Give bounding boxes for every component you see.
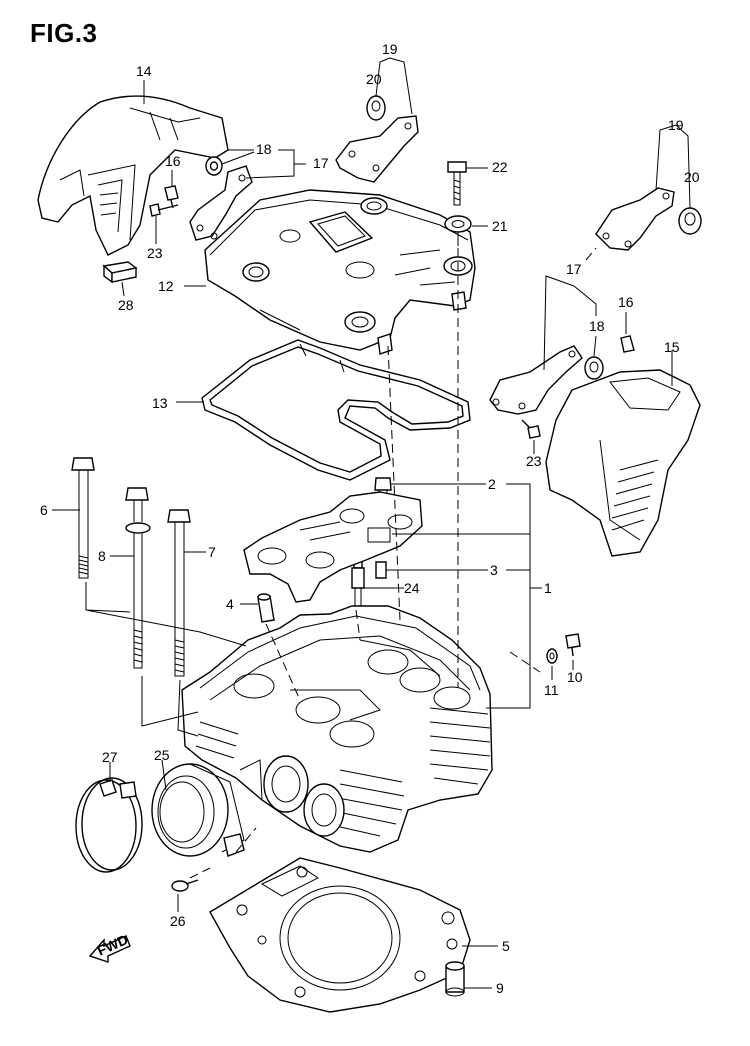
part-26-screw	[171, 879, 199, 892]
callout-24: 24	[404, 580, 420, 596]
callout-2: 2	[488, 476, 496, 492]
callout-22: 22	[492, 159, 508, 175]
callout-23-left: 23	[147, 245, 163, 261]
part-10-bolt	[565, 633, 581, 657]
callout-20-top: 20	[366, 71, 382, 87]
part-17-right-bracket	[489, 345, 583, 415]
callout-18-right: 18	[589, 318, 605, 334]
part-16-left-screw	[164, 185, 179, 209]
part-8-bolt-with-washer	[125, 487, 151, 669]
callout-25: 25	[154, 747, 170, 763]
part-18-right-grommet	[584, 356, 604, 380]
callout-7: 7	[208, 544, 216, 560]
part-12-head-cover	[204, 189, 476, 355]
callout-15: 15	[664, 339, 680, 355]
leader-lines	[52, 57, 691, 989]
callout-14: 14	[136, 63, 152, 79]
callout-27: 27	[102, 749, 118, 765]
callout-numbers: 14 16 18 17 23 28 19 20 22 21 12 13 19 2…	[40, 41, 700, 996]
callout-11: 11	[544, 682, 559, 698]
part-28-block	[102, 261, 138, 284]
part-18-left-grommet	[205, 156, 223, 176]
callout-17-right: 17	[566, 261, 582, 277]
part-27-clamp	[75, 777, 143, 873]
callout-16-left: 16	[165, 153, 181, 169]
callout-16-right: 16	[618, 294, 634, 310]
callout-19-right: 19	[668, 117, 684, 133]
callout-21: 21	[492, 218, 508, 234]
part-13-head-cover-gasket	[201, 339, 471, 481]
callout-13: 13	[152, 395, 168, 411]
part-19-right-bracket	[595, 187, 675, 251]
part-6-long-bolt	[71, 457, 95, 579]
part-22-bolt	[447, 161, 467, 206]
part-20-top-grommet	[366, 95, 386, 121]
part-25-intake-pipe	[151, 763, 245, 857]
callout-3: 3	[490, 562, 498, 578]
callout-17-left: 17	[313, 155, 329, 171]
callout-18-left: 18	[256, 141, 272, 157]
part-19-top-bracket	[335, 115, 419, 183]
part-23-left-bolt	[149, 203, 179, 217]
callout-26: 26	[170, 913, 186, 929]
callout-28: 28	[118, 297, 134, 313]
callout-12: 12	[158, 278, 174, 294]
part-7-bolt	[167, 509, 191, 677]
part-9-dowel-pin	[445, 961, 465, 997]
callout-8: 8	[98, 548, 106, 564]
callout-9: 9	[496, 980, 504, 996]
part-15-right-head-cover	[545, 369, 701, 557]
callout-10: 10	[567, 669, 583, 685]
fwd-arrow-icon: FWD	[88, 931, 131, 963]
camshaft-holder	[243, 491, 423, 603]
callout-6: 6	[40, 502, 48, 518]
part-3-dowel-pin	[375, 561, 387, 579]
part-4-plug	[257, 593, 275, 623]
callout-1: 1	[544, 580, 552, 596]
part-21-washer	[444, 215, 472, 233]
callout-5: 5	[502, 938, 510, 954]
part-20-right-grommet	[678, 207, 702, 235]
callout-19-top: 19	[382, 41, 398, 57]
part-23-right-bolt	[521, 419, 541, 439]
part-11-washer	[546, 648, 558, 664]
callout-4: 4	[226, 596, 234, 612]
part-14-left-head-cover	[37, 95, 229, 256]
part-5-cylinder-head-gasket	[209, 857, 471, 1013]
part-16-right-screw	[620, 335, 635, 353]
cylinder-head	[181, 605, 493, 853]
part-17-left-bracket	[189, 165, 253, 241]
figure-title: FIG.3	[30, 18, 98, 48]
callout-20-right: 20	[684, 169, 700, 185]
callout-23-right: 23	[526, 453, 542, 469]
